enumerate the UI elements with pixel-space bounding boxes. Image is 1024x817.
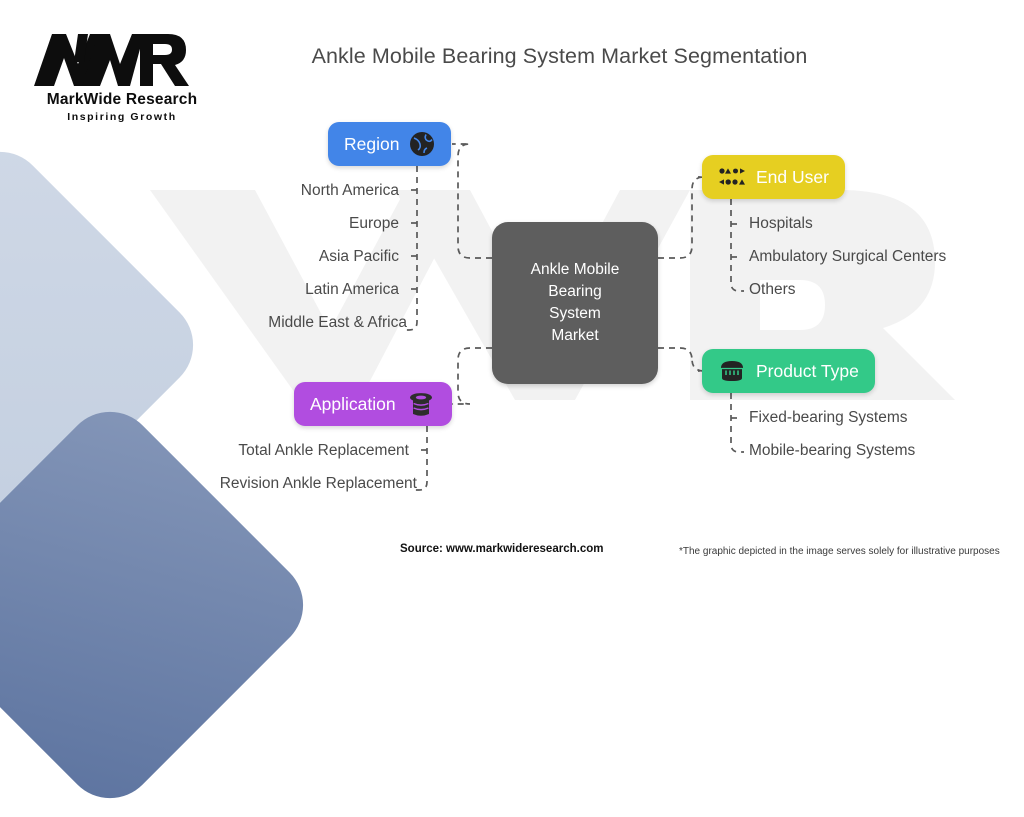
branch-pill-region[interactable]: Region <box>328 122 452 166</box>
leaf-product-0: Fixed-bearing Systems <box>749 409 908 426</box>
page-title: Ankle Mobile Bearing System Market Segme… <box>0 44 1024 69</box>
branch-label-region: Region <box>344 133 400 154</box>
leaf-enduser-0: Hospitals <box>749 215 813 232</box>
disclaimer-text: *The graphic depicted in the image serve… <box>679 546 1000 557</box>
leaf-region-1: Europe <box>349 215 399 232</box>
diagram-canvas: MarkWide Research Inspiring Growth Ankle… <box>0 28 1024 817</box>
leaf-application-0: Total Ankle Replacement <box>238 442 409 459</box>
page-title-text: Ankle Mobile Bearing System Market Segme… <box>311 44 808 68</box>
spine-application <box>413 426 428 491</box>
users-grid-icon <box>718 166 746 188</box>
logo-tagline: Inspiring Growth <box>67 111 177 123</box>
logo-name: MarkWide Research <box>46 91 198 108</box>
spine-enduser <box>730 199 744 292</box>
leaf-product-1: Mobile-bearing Systems <box>749 442 916 459</box>
leaf-enduser-1: Ambulatory Surgical Centers <box>749 248 947 265</box>
connector-center-application <box>451 347 492 405</box>
branch-pill-enduser[interactable]: End User <box>702 155 845 199</box>
connector-center-region <box>452 143 492 259</box>
branch-pill-product[interactable]: Product Type <box>702 349 875 393</box>
top-hat-icon <box>406 389 436 419</box>
leaf-application-1: Revision Ankle Replacement <box>219 475 417 492</box>
branch-label-application: Application <box>310 393 396 414</box>
leaf-enduser-2: Others <box>749 281 796 298</box>
center-node-label: Ankle Mobile Bearing System Market <box>530 261 620 344</box>
leaf-region-2: Asia Pacific <box>318 248 399 265</box>
branch-label-product: Product Type <box>756 360 859 381</box>
leaf-region-3: Latin America <box>305 281 399 298</box>
logo-mark-icon <box>34 34 189 86</box>
store-icon <box>718 357 746 385</box>
leaf-region-0: North America <box>300 182 399 199</box>
globe-icon <box>409 131 435 157</box>
source-text: Source: www.markwideresearch.com <box>400 543 604 555</box>
connector-center-enduser <box>658 176 705 259</box>
connector-lines <box>403 143 744 491</box>
spine-product <box>730 393 744 453</box>
branch-pill-application[interactable]: Application <box>294 382 452 426</box>
connector-center-product <box>658 347 705 372</box>
spine-region <box>403 166 418 331</box>
branch-label-enduser: End User <box>756 166 829 187</box>
logo: MarkWide Research Inspiring Growth <box>32 28 212 123</box>
leaf-region-4: Middle East & Africa <box>268 314 407 331</box>
center-node[interactable]: Ankle Mobile Bearing System Market <box>492 222 658 384</box>
